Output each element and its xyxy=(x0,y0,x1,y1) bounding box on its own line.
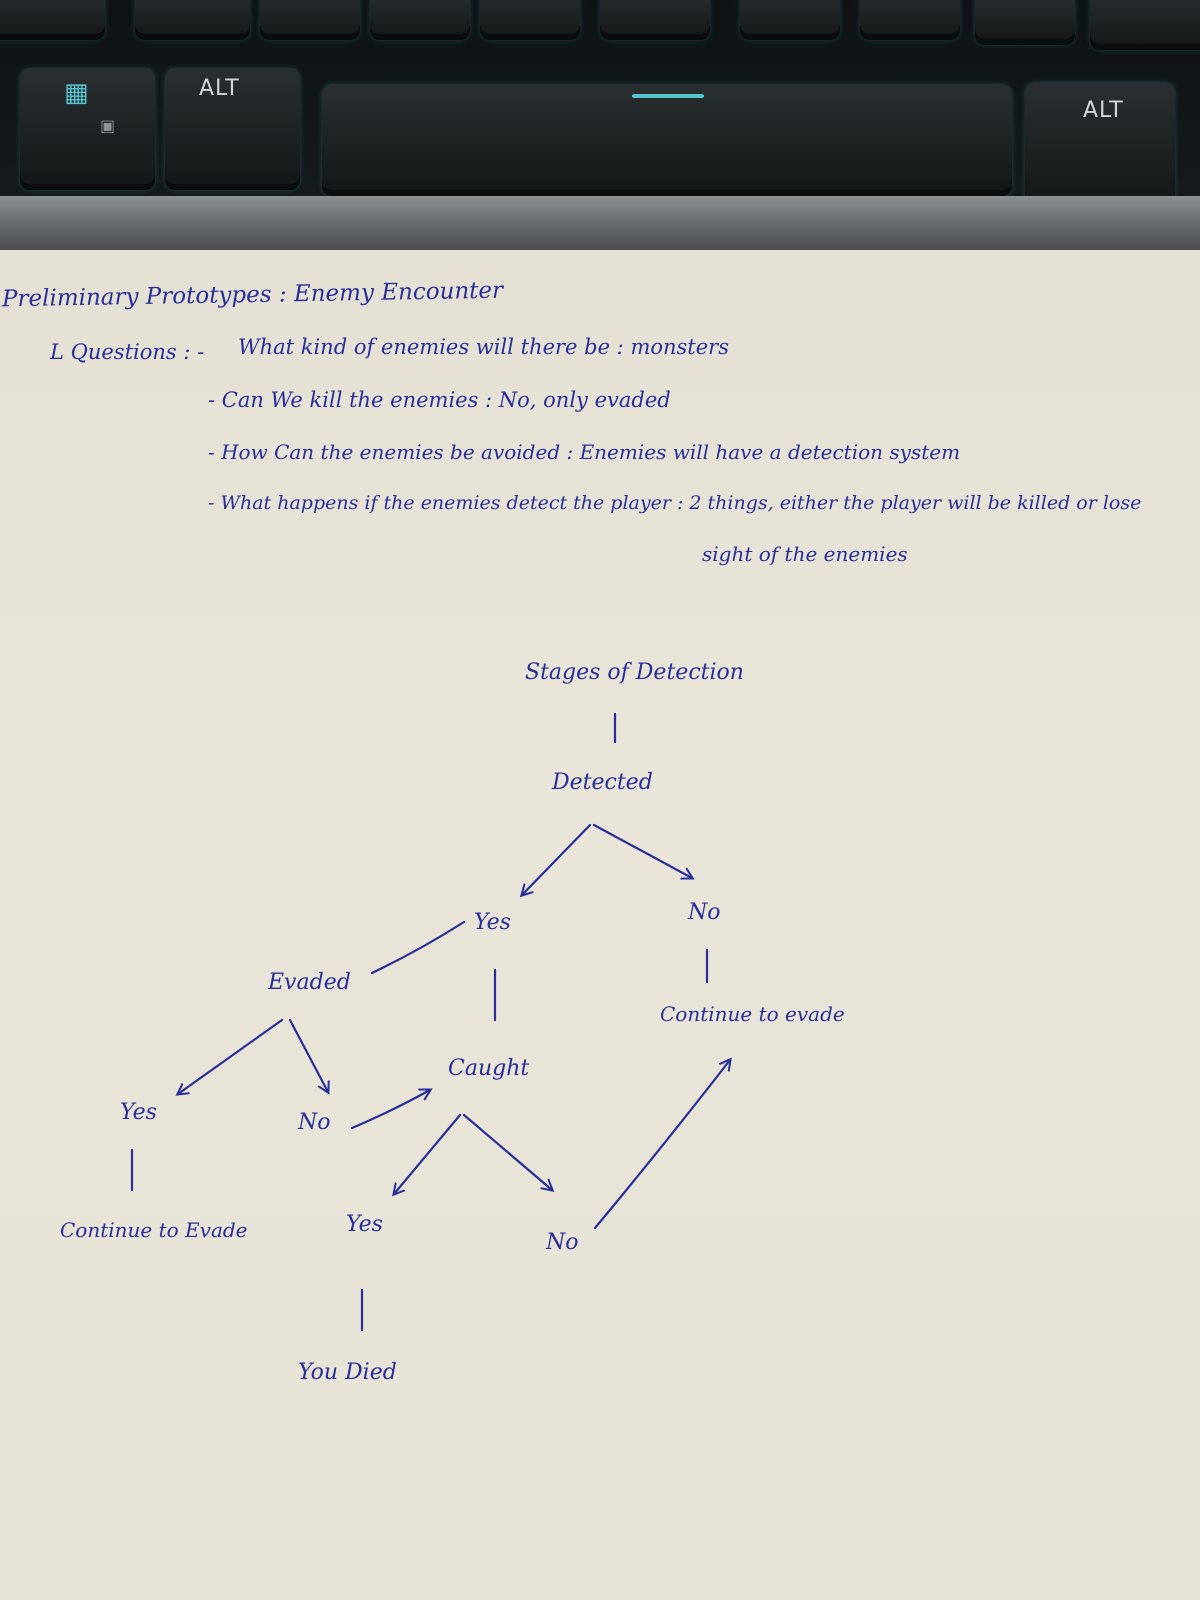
questions-label: L Questions : - xyxy=(50,340,205,364)
windows-icon: ▦ xyxy=(64,78,90,108)
question-4-continued: sight of the enemies xyxy=(702,542,908,566)
alt-left-label: ALT xyxy=(199,76,240,101)
key-top-10 xyxy=(1090,0,1200,50)
key-top-1 xyxy=(0,0,105,40)
alt-left-key: ALT xyxy=(165,68,300,190)
arrow-no-continue-evade xyxy=(593,1060,730,1230)
node-yes-caught: Yes xyxy=(346,1212,383,1237)
question-1: What kind of enemies will there be : mon… xyxy=(238,335,729,359)
key-top-4 xyxy=(370,0,470,40)
windows-key: ▦ ▣ xyxy=(20,68,155,190)
arrow-detected-no xyxy=(592,823,692,878)
node-yes-detected: Yes xyxy=(474,910,511,935)
node-evaded: Evaded xyxy=(268,970,351,995)
node-you-died: You Died xyxy=(298,1360,397,1385)
key-top-5 xyxy=(480,0,580,40)
question-2: - Can We kill the enemies : No, only eva… xyxy=(208,388,671,412)
key-top-6 xyxy=(600,0,710,40)
node-continue-to-evade: Continue to evade xyxy=(660,1002,845,1026)
question-4: - What happens if the enemies detect the… xyxy=(208,492,1142,514)
lock-icon: ▣ xyxy=(100,116,117,135)
alt-right-key: ALT xyxy=(1025,82,1175,210)
key-top-3 xyxy=(260,0,360,40)
key-top-8 xyxy=(860,0,960,40)
node-continue-to-evade-2: Continue to Evade xyxy=(60,1218,248,1242)
arrow-no-caught xyxy=(350,1090,430,1130)
spacebar-glow xyxy=(632,94,704,98)
arrow-caught-yes xyxy=(394,1113,462,1194)
node-no-evaded: No xyxy=(298,1110,331,1135)
node-no-caught: No xyxy=(546,1230,579,1255)
node-stages-of-detection: Stages of Detection xyxy=(525,660,744,685)
notebook-page xyxy=(0,250,1200,1600)
arrow-caught-no xyxy=(462,1113,552,1190)
key-top-2 xyxy=(135,0,250,40)
node-yes-evaded: Yes xyxy=(120,1100,157,1125)
question-3: - How Can the enemies be avoided : Enemi… xyxy=(208,440,961,464)
spacebar-key xyxy=(322,84,1012,196)
key-top-9 xyxy=(975,0,1075,45)
node-caught: Caught xyxy=(448,1056,530,1081)
keyboard: ▦ ▣ ALT ALT xyxy=(0,0,1200,250)
line-evaded-yes xyxy=(370,920,466,975)
arrow-evaded-no xyxy=(288,1018,328,1092)
alt-right-label: ALT xyxy=(1083,98,1124,123)
key-top-7 xyxy=(740,0,840,40)
node-no-detected: No xyxy=(688,900,721,925)
node-detected: Detected xyxy=(552,770,653,795)
arrow-evaded-yes xyxy=(178,1018,284,1094)
arrow-detected-yes xyxy=(522,823,592,895)
keyboard-frame xyxy=(0,196,1200,250)
